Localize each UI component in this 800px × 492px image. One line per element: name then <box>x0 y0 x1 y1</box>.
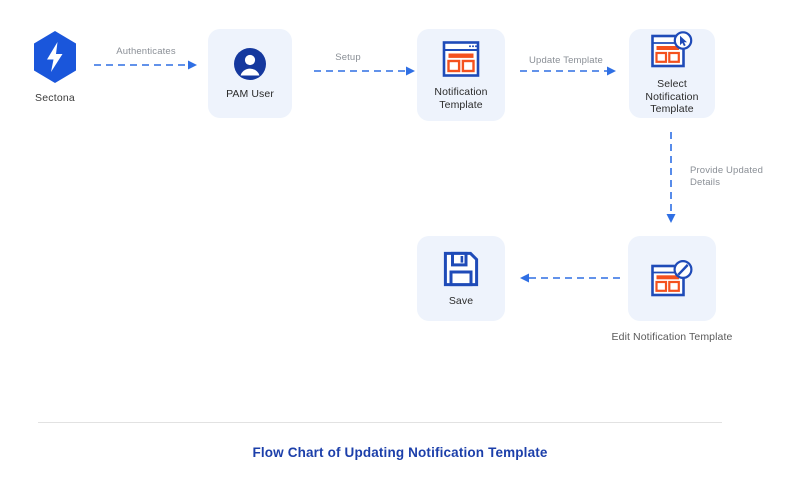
sectona-logo: Sectona <box>25 30 85 104</box>
connector-edit-to-save <box>520 273 623 283</box>
node-label-notification-template: Notification Template <box>434 86 488 111</box>
connector-label-update-template: Update Template <box>529 55 603 66</box>
footer-divider <box>38 422 722 423</box>
sectona-caption: Sectona <box>35 92 75 104</box>
connector-update-template <box>520 66 616 76</box>
node-pam-user[interactable]: PAM User <box>208 29 292 118</box>
node-label-edit-notification-template: Edit Notification Template <box>611 331 733 343</box>
floppy-disk-save-icon <box>443 251 479 286</box>
template-window-icon <box>442 41 480 77</box>
node-label-pam-user: PAM User <box>226 87 274 100</box>
user-avatar-icon <box>234 47 266 80</box>
node-select-notification-template[interactable]: Select Notification Template <box>629 29 715 118</box>
node-edit-notification-template[interactable] <box>628 236 716 321</box>
connector-authenticates <box>94 60 197 70</box>
connector-label-authenticates: Authenticates <box>116 46 176 57</box>
lightning-bolt-hexagon-icon <box>34 31 76 83</box>
node-notification-template[interactable]: Notification Template <box>417 29 505 121</box>
template-window-cursor-icon <box>651 31 693 68</box>
node-label-save: Save <box>448 294 474 307</box>
chart-title: Flow Chart of Updating Notification Temp… <box>252 445 548 460</box>
connector-label-provide-updated-details: Provide Updated Details <box>690 165 764 188</box>
node-save[interactable]: Save <box>417 236 505 321</box>
connector-provide-updated-details <box>666 132 676 223</box>
connector-setup <box>314 66 415 76</box>
node-label-select-notification-template: Select Notification Template <box>645 78 699 116</box>
connector-label-setup: Setup <box>335 52 361 63</box>
template-window-pencil-icon <box>651 259 693 296</box>
